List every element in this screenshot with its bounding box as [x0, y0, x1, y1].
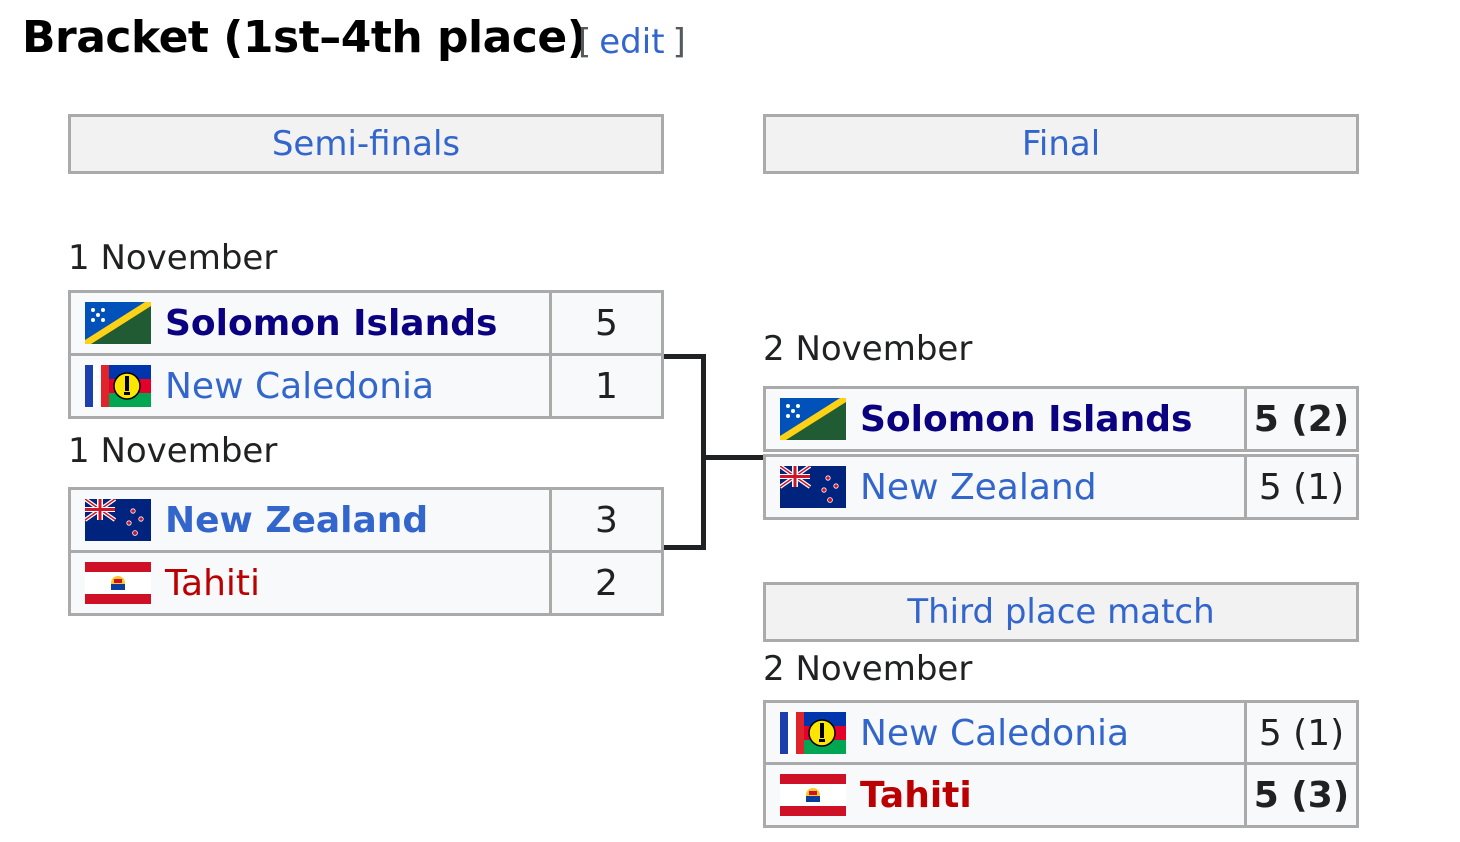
- solomon-islands-flag-icon[interactable]: [780, 398, 846, 440]
- third-place-header[interactable]: Third place match: [763, 582, 1359, 642]
- new-caledonia-flag-icon[interactable]: [780, 712, 846, 754]
- score-cell: 5 (2): [1244, 386, 1359, 452]
- tahiti-flag-icon[interactable]: [780, 774, 846, 816]
- new-zealand-flag-icon[interactable]: [780, 466, 846, 508]
- team-link-new-zealand[interactable]: New Zealand: [860, 466, 1097, 508]
- edit-section: [edit]: [578, 22, 686, 62]
- match-row: New Caledonia 1: [68, 353, 664, 419]
- score-cell: 3: [549, 487, 664, 553]
- team-link-new-caledonia[interactable]: New Caledonia: [860, 712, 1130, 754]
- bracket-line-top: [664, 354, 706, 359]
- score-cell: 1: [549, 353, 664, 419]
- semifinals-header[interactable]: Semi-finals: [68, 114, 664, 174]
- match-date: 1 November: [68, 431, 278, 471]
- team-link-new-caledonia[interactable]: New Caledonia: [165, 365, 435, 407]
- match-date: 2 November: [763, 649, 973, 689]
- match-row: Solomon Islands 5 (2): [763, 386, 1359, 452]
- bracket-line-vertical: [701, 354, 706, 550]
- edit-bracket-open: [: [578, 22, 592, 62]
- team-cell: Solomon Islands: [68, 290, 552, 356]
- match-row: Tahiti 5 (3): [763, 762, 1359, 828]
- solomon-islands-flag-icon[interactable]: [85, 302, 151, 344]
- edit-bracket-close: ]: [672, 22, 686, 62]
- match-row: New Zealand 3: [68, 487, 664, 553]
- match-row: Tahiti 2: [68, 550, 664, 616]
- final-header[interactable]: Final: [763, 114, 1359, 174]
- score-cell: 5 (3): [1244, 762, 1359, 828]
- bracket-line-bottom: [664, 545, 706, 550]
- team-cell: New Zealand: [763, 454, 1247, 520]
- team-cell: Solomon Islands: [763, 386, 1247, 452]
- team-cell: New Zealand: [68, 487, 552, 553]
- team-cell: Tahiti: [68, 550, 552, 616]
- match-row: New Caledonia 5 (1): [763, 700, 1359, 766]
- team-link-tahiti[interactable]: Tahiti: [165, 562, 261, 604]
- match-row: Solomon Islands 5: [68, 290, 664, 356]
- match-date: 1 November: [68, 238, 278, 278]
- team-link-solomon-islands[interactable]: Solomon Islands: [860, 398, 1193, 440]
- bracket-line-to-final: [701, 455, 763, 460]
- team-cell: New Caledonia: [68, 353, 552, 419]
- team-cell: New Caledonia: [763, 700, 1247, 766]
- team-link-solomon-islands[interactable]: Solomon Islands: [165, 302, 498, 344]
- score-cell: 2: [549, 550, 664, 616]
- score-cell: 5: [549, 290, 664, 356]
- match-date: 2 November: [763, 329, 973, 369]
- score-cell: 5 (1): [1244, 700, 1359, 766]
- team-cell: Tahiti: [763, 762, 1247, 828]
- section-heading: Bracket (1st–4th place): [22, 12, 587, 63]
- score-cell: 5 (1): [1244, 454, 1359, 520]
- tahiti-flag-icon[interactable]: [85, 562, 151, 604]
- new-zealand-flag-icon[interactable]: [85, 499, 151, 541]
- team-link-new-zealand[interactable]: New Zealand: [165, 499, 429, 541]
- match-row: New Zealand 5 (1): [763, 454, 1359, 520]
- new-caledonia-flag-icon[interactable]: [85, 365, 151, 407]
- team-link-tahiti[interactable]: Tahiti: [860, 774, 972, 816]
- edit-link[interactable]: edit: [599, 22, 665, 62]
